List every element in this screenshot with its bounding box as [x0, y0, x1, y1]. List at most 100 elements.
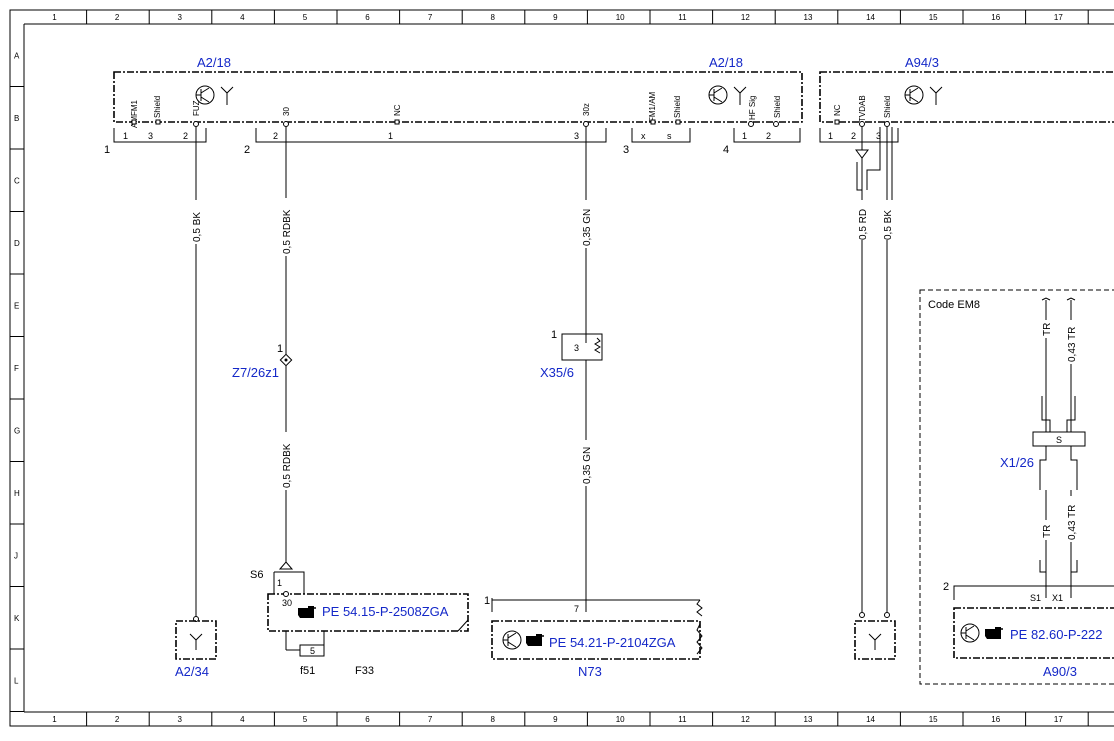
- grid-column-label: 7: [428, 715, 433, 724]
- pin-number: X1: [1052, 593, 1063, 603]
- a2-34-antenna-box: [175, 620, 217, 660]
- amplifier-icon: [502, 630, 522, 650]
- splice-label: S: [1056, 435, 1062, 445]
- grid-column-label: 9: [553, 715, 558, 724]
- pin-number: x: [641, 131, 646, 141]
- wire-label-0-35-gn: 0,35 GN: [582, 447, 593, 484]
- shield-wire-path: [866, 127, 881, 190]
- twisted-pair-path: [1041, 396, 1076, 432]
- code-em8-box: [919, 289, 1114, 685]
- pin-number: 1: [388, 131, 393, 141]
- grid-row-label: H: [14, 489, 20, 498]
- z7-26z1-label: Z7/26z1: [232, 365, 279, 380]
- grid-column-label: 17: [1054, 715, 1063, 724]
- grid-row-label: F: [14, 364, 19, 373]
- grid-column-label: 3: [178, 715, 183, 724]
- pin-label-hf-sig: HF Sig: [748, 96, 757, 120]
- grid-column-label: 16: [991, 715, 1000, 724]
- f33-box-right-diagonal: [457, 619, 469, 632]
- x1-26-splice-box: [1032, 431, 1086, 447]
- grid-column-label: 10: [616, 13, 625, 22]
- s6-bracket: [273, 571, 305, 594]
- grid-columns: 1122334455667788991010111112121313141415…: [52, 10, 1089, 726]
- grid-row-label: E: [14, 301, 19, 310]
- a94-3-module-box: [819, 71, 1114, 123]
- wire-label-0-43-tr: 0,43 TR: [1067, 505, 1078, 540]
- pin-label-fuz: FUZ: [192, 100, 201, 116]
- pin-label-nc: NC: [833, 104, 842, 116]
- pin-label-shield: Shield: [153, 96, 162, 118]
- pin-label-30: 30: [282, 107, 291, 116]
- grid-row-label: B: [14, 114, 19, 123]
- a90-3-module-box: [953, 607, 1114, 659]
- amplifier-antenna-icon: [904, 85, 943, 105]
- a2-18-left-label: A2/18: [197, 55, 231, 70]
- a90-3-label: A90/3: [1043, 664, 1077, 679]
- amplifier-antenna-icon: [708, 85, 747, 105]
- pin-markers: [131, 119, 890, 127]
- n73-zigzag: [696, 623, 703, 655]
- reference-hand-icon: [985, 627, 1003, 639]
- reference-hand-icon: [298, 606, 316, 618]
- a90-3-bracket: [953, 585, 1114, 600]
- n73-label: N73: [578, 664, 602, 679]
- grid-column-label: 6: [365, 13, 370, 22]
- connector-number: 1: [104, 144, 110, 156]
- connector-pin: 1: [551, 329, 557, 341]
- grid-column-label: 7: [428, 13, 433, 22]
- twisted-pair-path: [1039, 560, 1078, 573]
- wire-label-0-5-rd: 0,5 RD: [858, 209, 869, 240]
- fuse-number: 5: [310, 646, 315, 656]
- connector-number: 4: [723, 144, 729, 156]
- f51-label: f51: [300, 665, 315, 677]
- grid-column-label: 5: [303, 13, 308, 22]
- grid-row-label: G: [14, 426, 20, 435]
- wire-end-terminal: [859, 612, 865, 618]
- grid-row-label: K: [14, 614, 20, 623]
- a90-3-connector: 2: [943, 581, 949, 593]
- f51-fuse: [299, 644, 325, 657]
- grid-column-label: 12: [741, 13, 750, 22]
- grid-row-label: C: [14, 176, 20, 185]
- x35-6-bracket: [561, 333, 603, 361]
- grid-column-label: 5: [303, 715, 308, 724]
- grid-column-label: 10: [616, 715, 625, 724]
- pin-number: 1: [742, 131, 747, 141]
- antenna-box: [854, 620, 896, 660]
- grid-column-label: 6: [365, 715, 370, 724]
- grid-column-label: 16: [991, 13, 1000, 22]
- connector-bracket-1: [113, 128, 207, 143]
- grid-column-label: 8: [491, 13, 496, 22]
- pin-number: 7: [574, 604, 579, 614]
- pin-label-30z: 30z: [582, 103, 591, 116]
- pin-number: 2: [851, 131, 856, 141]
- wire-label-0-5-rdbk: 0,5 RDBK: [282, 443, 293, 488]
- pin-number: 3: [574, 131, 579, 141]
- pin-number: 2: [766, 131, 771, 141]
- grid-column-label: 2: [115, 13, 120, 22]
- amplifier-antenna-icon: [195, 85, 234, 105]
- wire-label-0-5-bk: 0,5 BK: [883, 210, 894, 240]
- pin-label-tvdab: TVDAB: [858, 95, 867, 122]
- outer-frame: [9, 9, 1114, 727]
- wire-label-0-35-gn: 0,35 GN: [582, 209, 593, 246]
- grid-column-label: 12: [741, 715, 750, 724]
- s6-pin: 1: [277, 578, 282, 588]
- antenna-icon: [868, 633, 882, 650]
- pin-label-fm1am: FM1/AM: [648, 91, 657, 122]
- connector-number: 2: [244, 144, 250, 156]
- resistor-icon: [594, 337, 601, 354]
- grid-column-label: 17: [1054, 13, 1063, 22]
- wire-end-hook: [1041, 297, 1051, 301]
- pin-number: 3: [148, 131, 153, 141]
- code-em8-label: Code EM8: [928, 299, 980, 311]
- pin-number: 30: [282, 598, 292, 608]
- wire-label-0-5-rdbk: 0,5 RDBK: [282, 209, 293, 254]
- f33-label: F33: [355, 665, 374, 677]
- grid-column-label: 11: [678, 715, 687, 724]
- reference-pe-54-15: PE 54.15-P-2508ZGA: [322, 604, 449, 619]
- wire-label-0-5-bk: 0,5 BK: [192, 212, 203, 242]
- s6-ground-symbol: [278, 561, 294, 570]
